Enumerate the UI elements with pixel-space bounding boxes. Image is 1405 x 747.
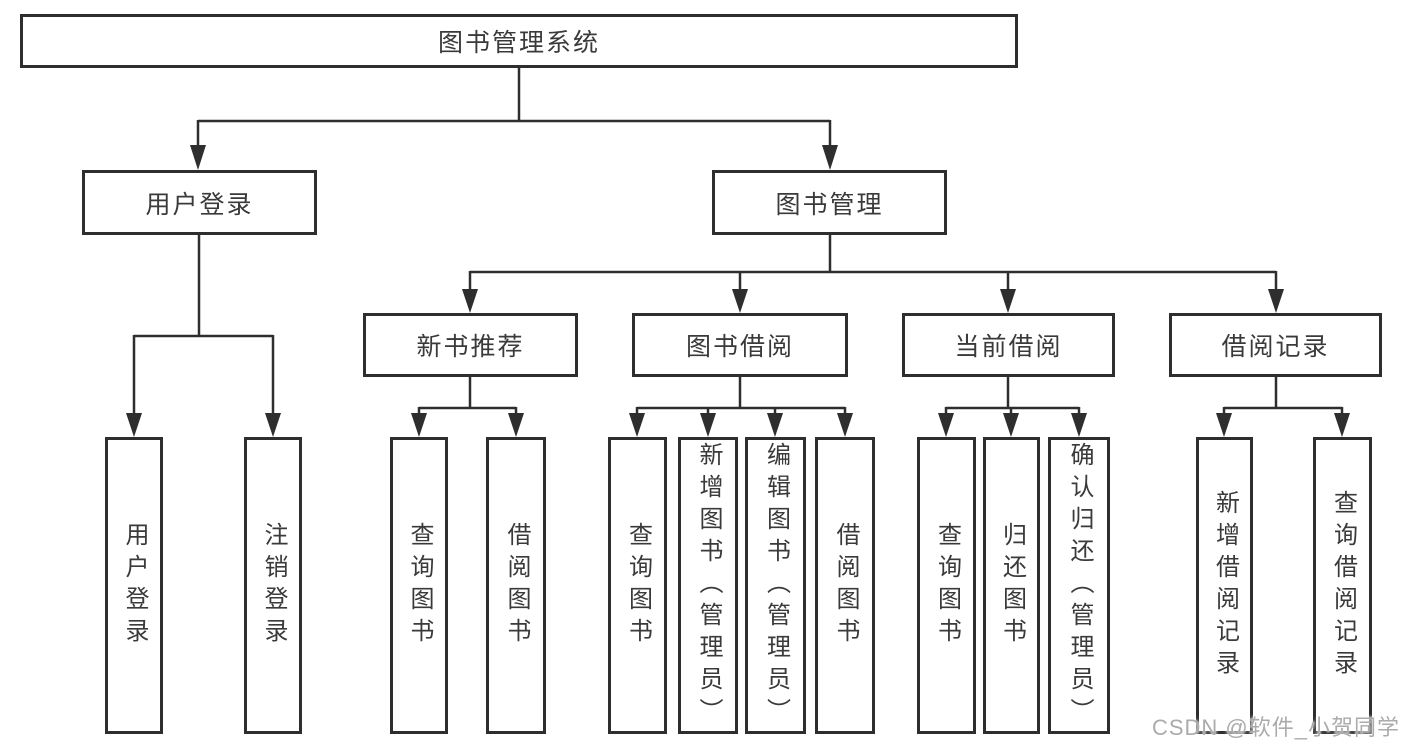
node-user-login-label: 用户登录 [145,190,254,219]
leaf-logout-login: 注销登录 [244,437,302,734]
node-borrowing-records: 借阅记录 [1169,313,1382,377]
arrowheads [126,145,1350,437]
node-book-borrowing-label: 图书借阅 [685,333,794,361]
leaf-query-books-borrowing: 查询图书 [608,437,667,734]
node-current-borrowing: 当前借阅 [902,313,1115,377]
node-book-borrowing: 图书借阅 [632,313,848,377]
leaf-borrow-books-recommend-label: 借阅图书 [503,521,530,650]
leaf-query-books-current: 查询图书 [917,437,976,734]
node-book-management: 图书管理 [712,170,947,235]
leaf-query-books-borrowing-label: 查询图书 [624,521,652,650]
leaf-edit-book-admin-label: 编辑图书（管理员） [762,441,790,730]
leaf-user-login: 用户登录 [105,437,163,734]
node-book-management-label: 图书管理 [775,190,884,219]
leaf-edit-book-admin: 编辑图书（管理员） [745,437,806,734]
leaf-add-borrow-record: 新增借阅记录 [1196,437,1253,734]
node-new-book-recommend: 新书推荐 [363,313,578,377]
leaf-borrow-books-borrowing: 借阅图书 [815,437,875,734]
leaf-add-book-admin-label: 新增图书（管理员） [695,441,722,730]
leaf-user-login-label: 用户登录 [121,521,148,650]
node-library-system: 图书管理系统 [20,14,1018,68]
leaf-add-book-admin: 新增图书（管理员） [678,437,738,734]
leaf-return-books: 归还图书 [983,437,1040,734]
node-current-borrowing-label: 当前借阅 [954,333,1063,361]
leaf-add-borrow-record-label: 新增借阅记录 [1211,489,1239,682]
node-new-book-recommend-label: 新书推荐 [416,333,525,361]
leaf-borrow-books-borrowing-label: 借阅图书 [832,521,859,650]
node-user-login: 用户登录 [82,170,317,235]
node-library-system-label: 图书管理系统 [437,29,600,57]
leaf-query-borrow-record: 查询借阅记录 [1313,437,1372,734]
leaf-confirm-return-admin: 确认归还（管理员） [1048,437,1110,734]
leaf-logout-login-label: 注销登录 [260,521,287,650]
leaf-borrow-books-recommend: 借阅图书 [486,437,546,734]
leaf-confirm-return-admin-label: 确认归还（管理员） [1066,441,1093,730]
leaf-query-borrow-record-label: 查询借阅记录 [1329,489,1357,682]
csdn-watermark: CSDN @软件_小贺同学 [1151,715,1400,740]
leaf-return-books-label: 归还图书 [998,521,1026,650]
leaf-query-books-current-label: 查询图书 [933,521,961,650]
leaf-query-books-recommend-label: 查询图书 [406,521,433,650]
leaf-query-books-recommend: 查询图书 [390,437,448,734]
node-borrowing-records-label: 借阅记录 [1221,333,1330,361]
